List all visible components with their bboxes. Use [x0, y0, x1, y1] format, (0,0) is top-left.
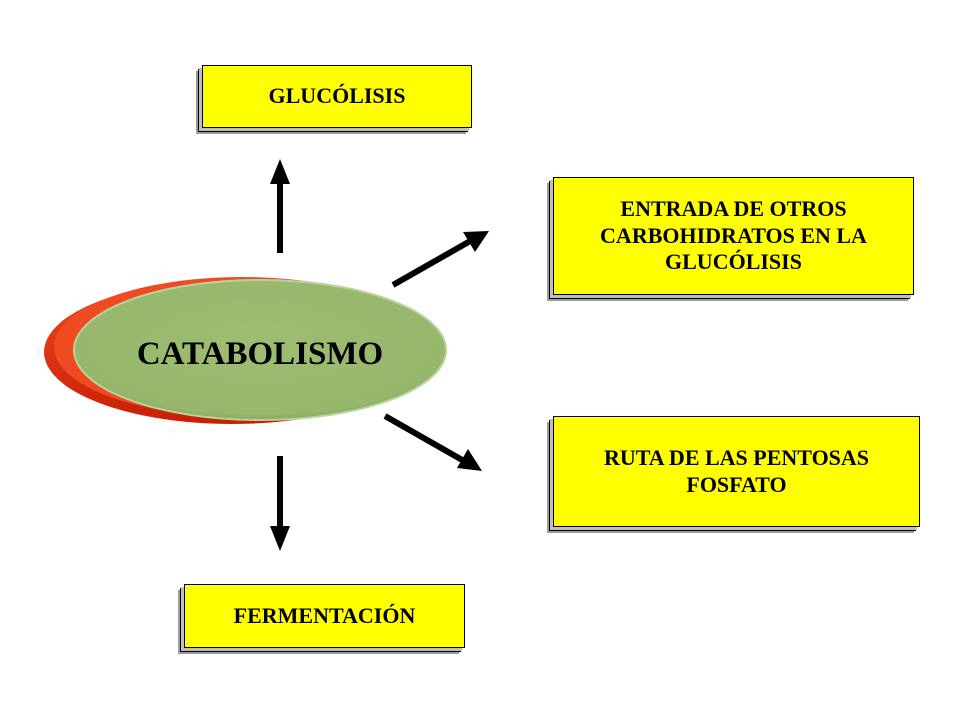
arrow-up: [270, 159, 290, 253]
box-glucolisis-label: GLUCÓLISIS: [268, 83, 406, 109]
box-fermentacion-label: FERMENTACIÓN: [233, 602, 416, 628]
box-ruta-pentosas-fosfato: RUTA DE LAS PENTOSAS FOSFATO: [553, 416, 920, 527]
center-label: CATABOLISMO: [136, 335, 384, 372]
box-entrada-otros-carbohidratos: ENTRADA DE OTROS CARBOHIDRATOS EN LA GLU…: [553, 177, 914, 295]
arrow-upper-right: [391, 231, 489, 288]
arrow-down: [270, 456, 290, 551]
box-glucolisis: GLUCÓLISIS: [202, 65, 472, 128]
arrow-lower-right: [383, 413, 482, 471]
box-ruta-label: RUTA DE LAS PENTOSAS FOSFATO: [603, 445, 870, 497]
box-fermentacion: FERMENTACIÓN: [184, 584, 465, 648]
box-entrada-label: ENTRADA DE OTROS CARBOHIDRATOS EN LA GLU…: [600, 196, 867, 275]
ellipse-front: [73, 279, 447, 421]
